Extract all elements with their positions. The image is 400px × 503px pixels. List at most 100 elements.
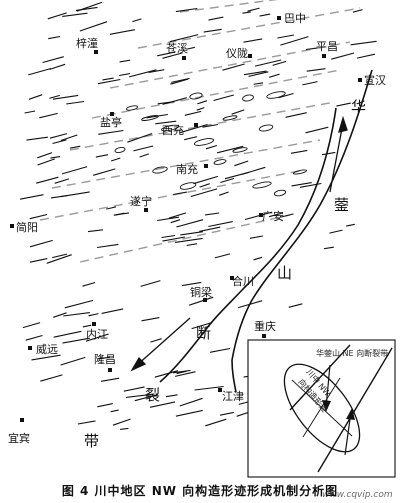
structural-trace — [254, 59, 282, 67]
structural-trace — [277, 34, 294, 39]
city-nanchong: 南充 — [176, 162, 208, 176]
structural-trace — [155, 120, 177, 125]
structural-trace — [19, 194, 44, 200]
structural-trace — [77, 420, 96, 425]
structural-trace — [102, 77, 114, 81]
structural-trace — [113, 212, 130, 216]
structural-trace — [199, 226, 221, 232]
structural-trace — [329, 229, 343, 234]
city-yibin: 宜宾 — [8, 418, 30, 445]
structural-trace — [148, 69, 165, 74]
fold-lens — [114, 146, 126, 154]
structural-trace — [220, 177, 235, 184]
fold-lens — [125, 105, 139, 111]
structural-trace — [248, 71, 269, 77]
city-label-suining: 遂宁 — [130, 194, 152, 208]
structural-trace — [321, 151, 336, 156]
structural-trace — [288, 303, 303, 308]
structural-trace — [213, 94, 234, 102]
zone-label-dai: 带 — [84, 432, 99, 450]
structural-trace — [49, 133, 68, 139]
structural-trace — [62, 337, 90, 344]
huaying-fault-belt — [159, 69, 373, 393]
structural-trace — [82, 324, 92, 328]
nw-structural-traces — [19, 1, 377, 430]
city-label-weiyuan: 威远 — [36, 343, 58, 356]
structural-trace — [110, 409, 119, 413]
structural-trace — [26, 136, 48, 141]
city-label-xuanhan: 宣汉 — [364, 73, 386, 87]
structural-trace — [162, 52, 183, 59]
structural-trace — [97, 78, 121, 85]
structural-trace — [97, 403, 113, 408]
structural-trace — [247, 7, 260, 12]
structural-trace — [132, 18, 142, 23]
structural-trace — [350, 40, 377, 46]
strain-ellipse — [283, 363, 361, 453]
structural-trace — [47, 12, 67, 20]
structural-trace — [231, 109, 245, 115]
structural-trace — [29, 239, 53, 248]
structural-trace — [54, 178, 70, 184]
structural-trace — [161, 234, 176, 239]
structural-trace — [186, 243, 198, 247]
structural-trace — [253, 82, 264, 85]
structural-trace — [190, 188, 218, 198]
fold-lens — [193, 138, 215, 146]
structural-trace — [249, 235, 263, 239]
city-suining: 遂宁 — [130, 194, 152, 212]
city-weiyuan: 威远 — [28, 343, 58, 356]
structural-trace — [141, 317, 160, 322]
structural-trace — [285, 112, 307, 118]
fold-lens — [179, 182, 197, 190]
structural-trace — [182, 281, 202, 287]
strain-analysis-inset: 华蓥山 NE 向断裂带 川中 NW 向构造形迹 — [247, 339, 396, 478]
structural-trace — [106, 206, 117, 210]
fold-lens — [252, 181, 272, 189]
structural-trace — [128, 69, 157, 78]
structural-trace — [60, 134, 78, 142]
city-layer: 巴中 梓潼 苍溪 仪陇 平昌 宣汉 盐亭 西充 南充 遂宁 广安 简阳 合川 铜… — [8, 12, 386, 445]
structural-trace — [172, 369, 191, 374]
structural-trace — [88, 313, 99, 317]
structural-trace — [139, 153, 149, 158]
city-tongliang: 铜梁 — [190, 285, 212, 302]
structural-trace — [197, 100, 208, 105]
structural-trace — [76, 1, 102, 12]
dashed-trend-lines — [39, 0, 361, 263]
fold-lens — [152, 166, 168, 174]
city-cangxi: 苍溪 — [166, 42, 188, 60]
city-jianyang: 简阳 — [10, 220, 38, 234]
ellipse-axis-short — [302, 377, 341, 438]
structural-trace — [169, 34, 199, 43]
structural-trace — [98, 356, 110, 360]
structural-trace — [336, 102, 351, 107]
structural-trace — [306, 68, 326, 72]
city-label-hechuan: 合川 — [232, 274, 254, 288]
structural-trace — [170, 78, 189, 85]
fold-lens — [232, 147, 248, 153]
structural-trace — [356, 53, 376, 59]
city-pingchang: 平昌 — [316, 40, 338, 58]
structural-trace — [165, 394, 178, 398]
structural-trace — [150, 338, 162, 343]
structural-trace — [52, 253, 68, 259]
city-label-pingchang: 平昌 — [316, 40, 338, 53]
structural-trace — [37, 158, 55, 166]
structural-trace — [85, 333, 109, 342]
structural-trace — [39, 112, 58, 119]
city-yilong: 仪陇 — [226, 46, 252, 60]
structural-trace — [180, 231, 203, 236]
structural-trace — [222, 63, 245, 71]
city-label-tongliang: 铜梁 — [190, 285, 212, 299]
structural-trace — [157, 216, 179, 222]
structural-trace — [119, 59, 131, 63]
structural-trace — [64, 299, 94, 309]
structural-trace — [109, 29, 135, 35]
city-longchang: 隆昌 — [94, 352, 116, 372]
fold-lens — [141, 115, 159, 121]
structural-trace — [352, 9, 363, 13]
structural-trace — [157, 51, 176, 57]
structural-trace — [202, 123, 218, 128]
structural-trace — [24, 110, 36, 114]
